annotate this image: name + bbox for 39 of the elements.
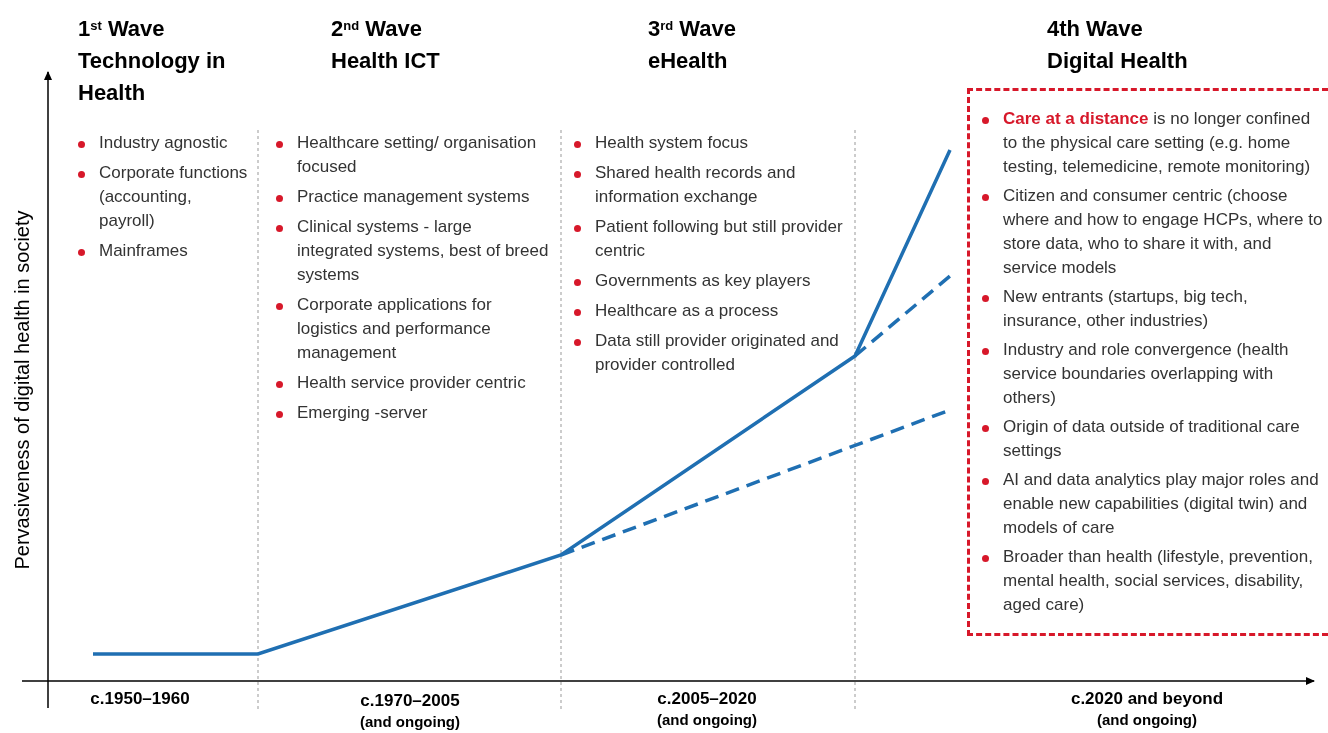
bullet-text: Patient following but still provider centric — [595, 216, 844, 262]
bullet-text: Healthcare as a process — [595, 300, 779, 322]
bullet-text: Industry agnostic — [99, 132, 228, 154]
bullet-text: Citizen and consumer centric (choose where and how to engage HCPs, where to store data, who to share it with, and service models — [1003, 185, 1324, 279]
bullet-text: Industry and role convergence (health service boundaries overlapping with others) — [1003, 339, 1290, 409]
highlight-box — [967, 88, 1328, 636]
bullet-text: Mainframes — [99, 240, 188, 262]
period-label: c.2020 and beyond — [1070, 688, 1224, 710]
bullet-text: Origin of data outside of traditional care settings — [1003, 416, 1301, 462]
bullet-text: Governments as key players — [595, 270, 811, 292]
bullet-text: New entrants (startups, big tech, insurance, other industries) — [1003, 286, 1249, 332]
wave-heading: Digital Health — [1047, 47, 1189, 75]
period-label: c.1950–1960 — [90, 688, 190, 710]
bullet-text: Shared health records and information exchange — [595, 162, 797, 208]
bullet-text: Care at a distance is no longer confined to the physical care setting (e.g. home testing, telemedicine, remote monitoring) — [1003, 108, 1312, 178]
bullet-text: Practice management systems — [297, 186, 530, 208]
wave-heading: 2$^{nd}$ Wave — [331, 15, 423, 43]
period-label: c.1970–2005 — [360, 690, 460, 712]
wave-heading: Technology in Health — [78, 47, 227, 107]
bullet-text: Data still provider originated and provider controlled — [595, 330, 840, 376]
wave-heading: eHealth — [648, 47, 729, 75]
period-label: (and ongoing) — [360, 712, 460, 732]
period-label: c.2005–2020 — [657, 688, 757, 710]
period-label: (and ongoing) — [657, 710, 757, 730]
wave-heading: 4th Wave — [1047, 15, 1144, 43]
bullet-text: Corporate functions (accounting, payroll) — [99, 162, 248, 232]
bullet-text: Corporate applications for logistics and performance management — [297, 294, 493, 364]
bullet-text: AI and data analytics play major roles and enable new capabilities (digital twin) and models of care — [1003, 469, 1320, 539]
bullet-text: Clinical systems - large integrated systems, best of breed systems — [297, 216, 550, 286]
wave-heading: 3$^{rd}$ Wave — [648, 15, 738, 43]
bullet-text: Emerging -server — [297, 402, 428, 424]
wave-heading: 1$^{st}$ Wave — [78, 15, 166, 43]
wave-heading: Health ICT — [331, 47, 441, 75]
period-label: (and ongoing) — [1097, 710, 1197, 730]
bullet-text: Health system focus — [595, 132, 749, 154]
bullet-text: Healthcare setting/ organisation focused — [297, 132, 538, 178]
axis-title: Pervasiveness of digital health in society — [10, 210, 34, 570]
bullet-text: Broader than health (lifestyle, prevention, mental health, social services, disability, aged care) — [1003, 546, 1314, 616]
bullet-text: Health service provider centric — [297, 372, 526, 394]
